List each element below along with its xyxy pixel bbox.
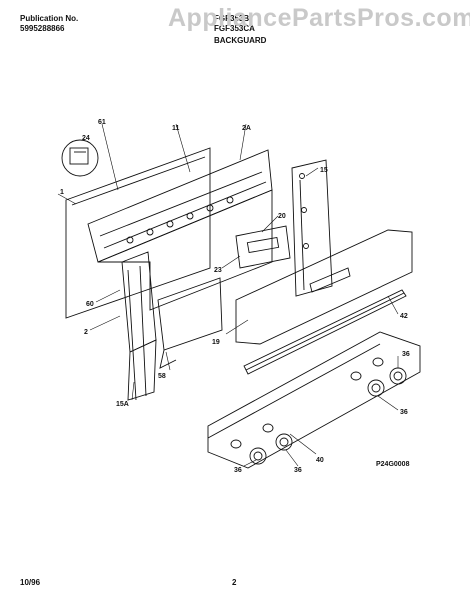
knob-holes [230, 357, 384, 449]
callout-2A: 2A [242, 125, 251, 132]
callout-11: 11 [172, 125, 180, 132]
publication-number: 5995288866 [20, 24, 65, 33]
callout-60: 60 [86, 301, 94, 308]
footer-page: 2 [232, 578, 237, 587]
callout-40: 40 [316, 457, 324, 464]
model-number-2: FGF353CA [214, 24, 255, 33]
callout-15A: 15A [116, 401, 129, 408]
callout-2: 2 [84, 329, 88, 336]
publication-label: Publication No. [20, 14, 79, 23]
callout-36-a: 36 [402, 351, 410, 358]
callout-15: 15 [320, 167, 328, 174]
backguard-frame [87, 149, 273, 263]
trim-strip [243, 289, 407, 375]
callout-23: 23 [214, 267, 222, 274]
callout-20: 20 [278, 213, 286, 220]
callout-36-d: 36 [294, 467, 302, 474]
knobs [249, 367, 407, 465]
control-board [235, 225, 291, 269]
frame-holes [126, 196, 234, 244]
rear-panel [65, 147, 211, 319]
callout-24: 24 [82, 135, 90, 142]
model-number-1: FGF353B [214, 14, 250, 23]
section-title: BACKGUARD [214, 36, 267, 45]
callout-42: 42 [400, 313, 408, 320]
left-side-bracket [121, 251, 157, 353]
lower-console [207, 331, 421, 469]
bracket-58 [157, 277, 223, 351]
switch-inset [61, 139, 99, 177]
diagram-code: P24G0008 [376, 461, 410, 468]
callout-61: 61 [98, 119, 106, 126]
callout-1: 1 [60, 189, 64, 196]
callout-36-b: 36 [400, 409, 408, 416]
right-side-panel [291, 159, 333, 297]
callout-36-c: 36 [234, 467, 242, 474]
callout-58: 58 [158, 373, 166, 380]
callout-19: 19 [212, 339, 220, 346]
overlay-panel [235, 229, 413, 345]
footer-date: 10/96 [20, 578, 41, 587]
watermark: AppliancePartsPros.com [168, 4, 470, 32]
